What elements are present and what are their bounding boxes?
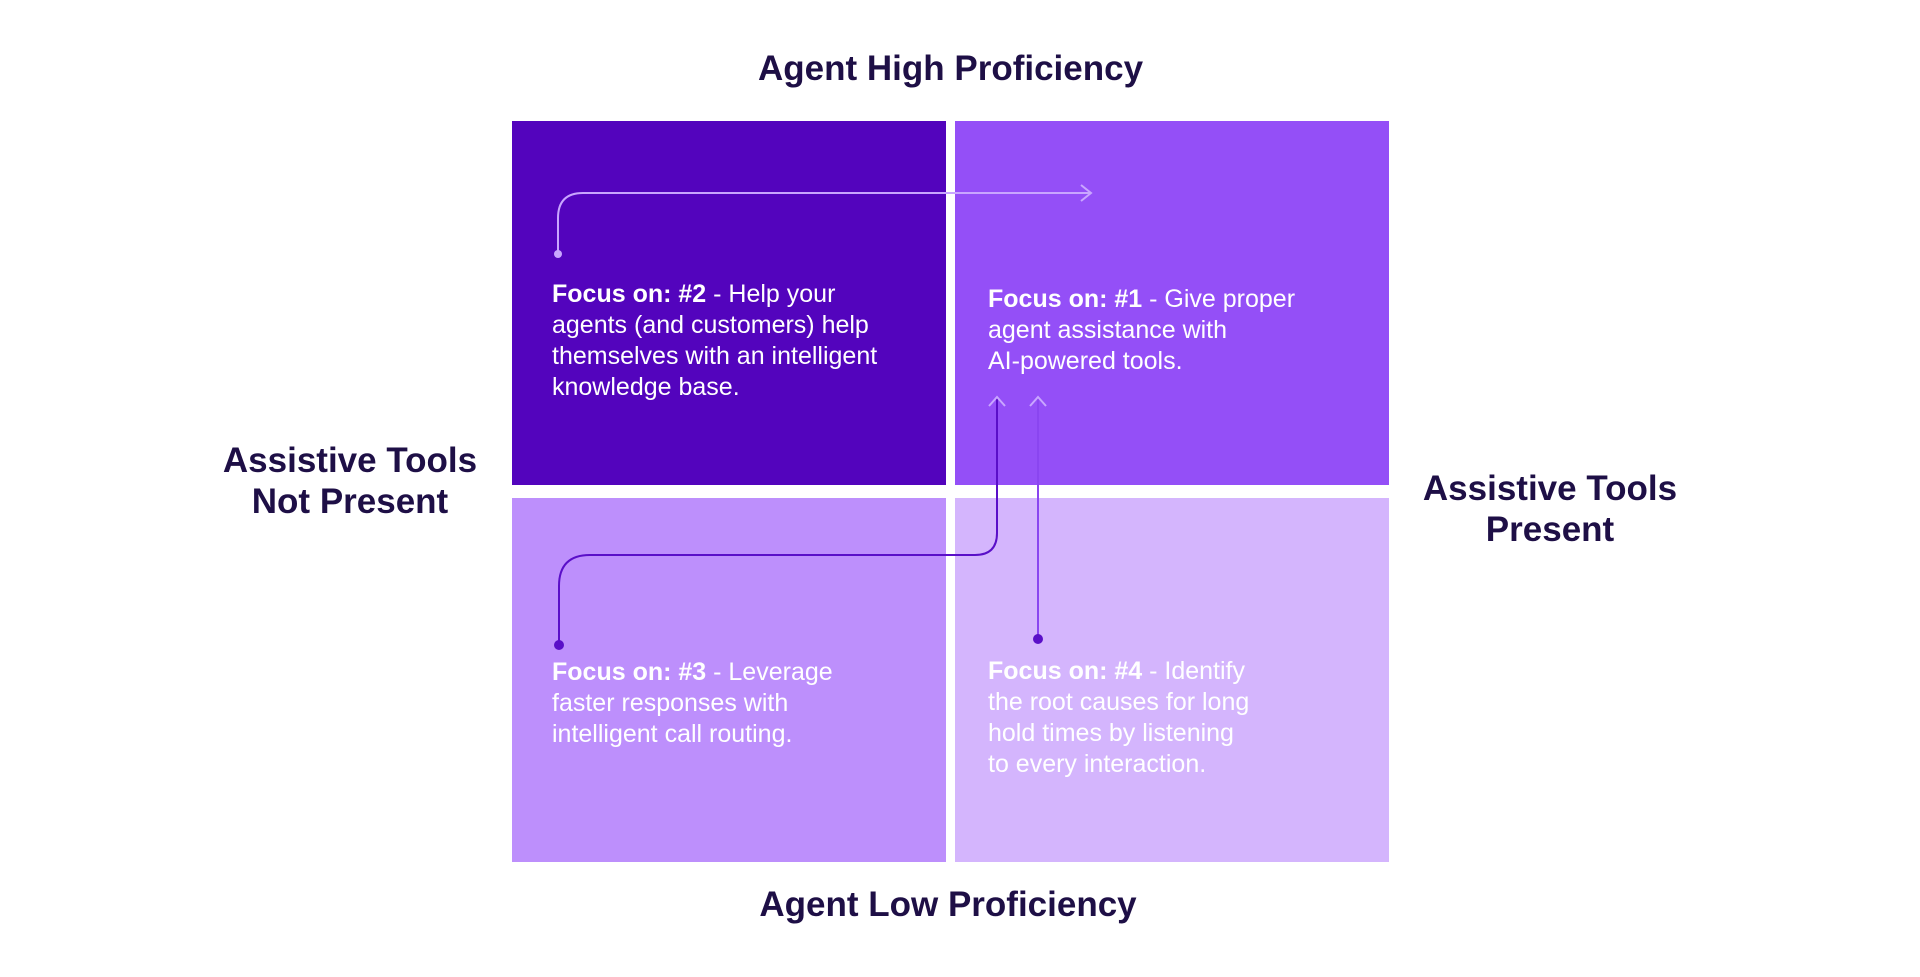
quadrant-text-line: Focus on: #3 - Leverage — [552, 657, 833, 688]
focus-text-3-line-2: faster responses with — [552, 689, 789, 717]
quadrant-text-line: Focus on: #2 - Help your — [552, 279, 877, 310]
focus-text-1-line-3: AI-powered tools. — [988, 347, 1183, 375]
axis-label-left-line-2: Not Present — [251, 482, 449, 521]
axis-label-high-proficiency: Agent High Proficiency — [758, 49, 1144, 88]
focus-text-2-line-4: knowledge base. — [552, 373, 740, 401]
focus-text-2-line-2: agents (and customers) help — [552, 311, 869, 339]
quadrant-text-focus-3: Focus on: #3 - Leverage faster responses… — [552, 657, 833, 750]
axis-label-left-line-1: Assistive Tools — [222, 441, 478, 480]
focus-text-4-line-3: hold times by listening — [988, 719, 1234, 747]
axis-label-tools-not-present: Assistive Tools Not Present — [200, 440, 500, 522]
axis-label-low-proficiency: Agent Low Proficiency — [759, 885, 1137, 924]
focus-text-1-line-2: agent assistance with — [988, 316, 1228, 344]
focus-text-4-line-2: the root causes for long — [988, 688, 1250, 716]
quadrant-text-line: Focus on: #1 - Give proper — [988, 284, 1295, 315]
focus-text-3-line-1: - Leverage — [706, 658, 833, 686]
focus-text-3-line-3: intelligent call routing. — [552, 720, 793, 748]
focus-label-1: Focus on: #1 — [988, 285, 1143, 313]
quadrant-text-line: Focus on: #4 - Identify — [988, 656, 1249, 687]
focus-text-1-line-1: - Give proper — [1142, 285, 1296, 313]
focus-label-4: Focus on: #4 — [988, 657, 1143, 685]
focus-text-4-line-1: - Identify — [1142, 657, 1246, 685]
focus-text-4-line-4: to every interaction. — [988, 750, 1207, 778]
quadrant-text-focus-1: Focus on: #1 - Give proper agent assista… — [988, 284, 1295, 377]
axis-label-tools-present: Assistive Tools Present — [1400, 468, 1700, 550]
axis-label-right-line-2: Present — [1485, 510, 1615, 549]
focus-label-2: Focus on: #2 — [552, 280, 707, 308]
focus-text-2-line-3: themselves with an intelligent — [552, 342, 878, 370]
quadrant-top-right — [955, 121, 1389, 485]
axis-label-right-line-1: Assistive Tools — [1422, 469, 1678, 508]
quadrant-bottom-right — [955, 498, 1389, 862]
quadrant-text-focus-4: Focus on: #4 - Identify the root causes … — [988, 656, 1249, 780]
focus-text-2-line-1: - Help your — [706, 280, 836, 308]
focus-label-3: Focus on: #3 — [552, 658, 707, 686]
quadrant-text-focus-2: Focus on: #2 - Help your agents (and cus… — [552, 279, 877, 403]
